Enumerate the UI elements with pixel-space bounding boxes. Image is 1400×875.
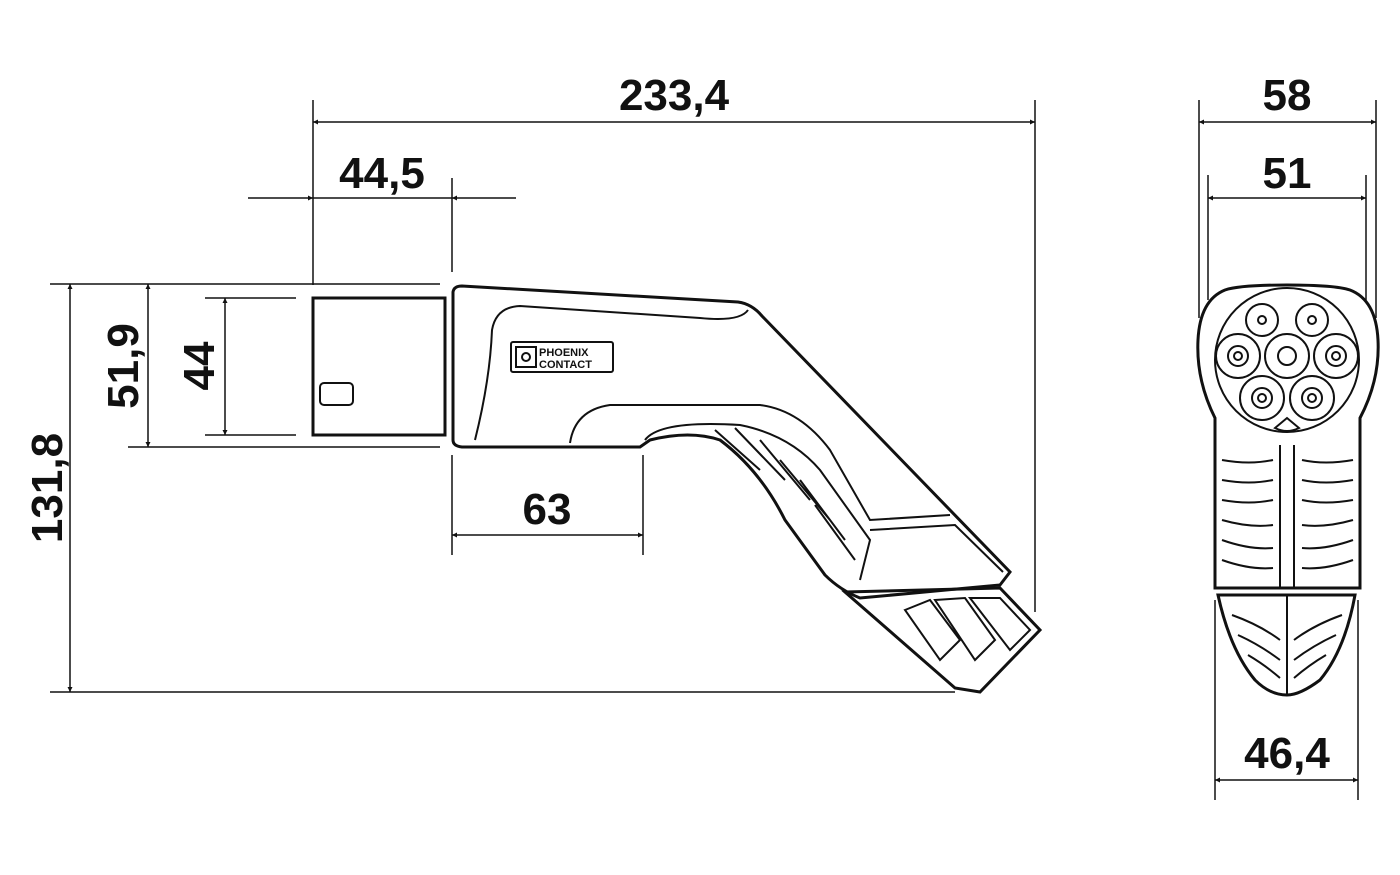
- cable-strain-relief: [841, 586, 1043, 694]
- extension-lines: [50, 100, 1377, 800]
- contact-pins: [1215, 303, 1359, 432]
- front-head: [1196, 283, 1380, 590]
- grip-ribs: [714, 427, 856, 561]
- dim-grip-opening: 63: [523, 485, 572, 534]
- dimension-lines: [67, 119, 1376, 783]
- dim-overall-length: 233,4: [619, 71, 730, 120]
- dim-nose-height-inner: 44: [175, 341, 224, 390]
- latch-window: [319, 382, 354, 406]
- connector-side-view: PHOENIX CONTACT: [311, 284, 1043, 694]
- logo-line2: CONTACT: [539, 359, 592, 371]
- logo-line1: PHOENIX: [539, 347, 589, 359]
- dim-front-width-outer: 58: [1263, 71, 1312, 120]
- handle-body: [451, 284, 1012, 600]
- phoenix-contact-logo: PHOENIX CONTACT: [510, 341, 614, 373]
- dim-nose-length: 44,5: [339, 149, 425, 198]
- dim-front-width-inner: 51: [1263, 149, 1312, 198]
- dim-overall-height: 131,8: [23, 433, 72, 543]
- connector-front-view: [1196, 283, 1380, 697]
- dim-front-width-bottom: 46,4: [1244, 729, 1330, 778]
- dim-nose-height-outer: 51,9: [99, 323, 148, 409]
- plug-nose: [311, 296, 447, 437]
